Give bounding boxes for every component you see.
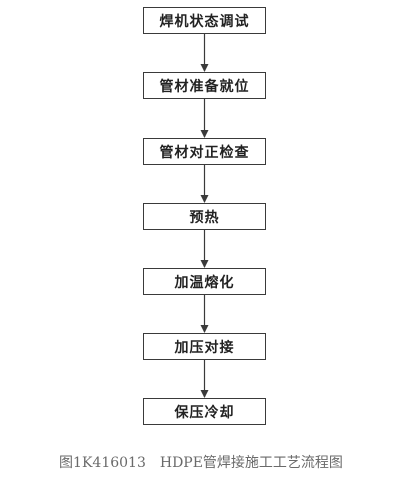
step-box-pipe-ready: 管材准备就位 [143, 72, 266, 99]
step-label-preheat: 预热 [189, 209, 220, 226]
step-label-alignment-check: 管材对正检查 [159, 144, 250, 161]
step-box-pressure-butt: 加压对接 [143, 333, 266, 360]
step-label-pipe-ready: 管材准备就位 [159, 78, 250, 95]
figure-caption: 图1K416013 HDPE管焊接施工工艺流程图 [59, 455, 343, 471]
step-label-heat-melt: 加温熔化 [174, 274, 235, 291]
step-label-pressure-butt: 加压对接 [174, 339, 235, 356]
step-box-welder-debug: 焊机状态调试 [143, 7, 266, 34]
step-box-preheat: 预热 [143, 203, 266, 230]
step-label-welder-debug: 焊机状态调试 [159, 13, 250, 30]
step-label-hold-cool: 保压冷却 [174, 404, 235, 421]
step-box-heat-melt: 加温熔化 [143, 268, 266, 295]
step-box-alignment-check: 管材对正检查 [143, 138, 266, 165]
step-box-hold-cool: 保压冷却 [143, 398, 266, 425]
